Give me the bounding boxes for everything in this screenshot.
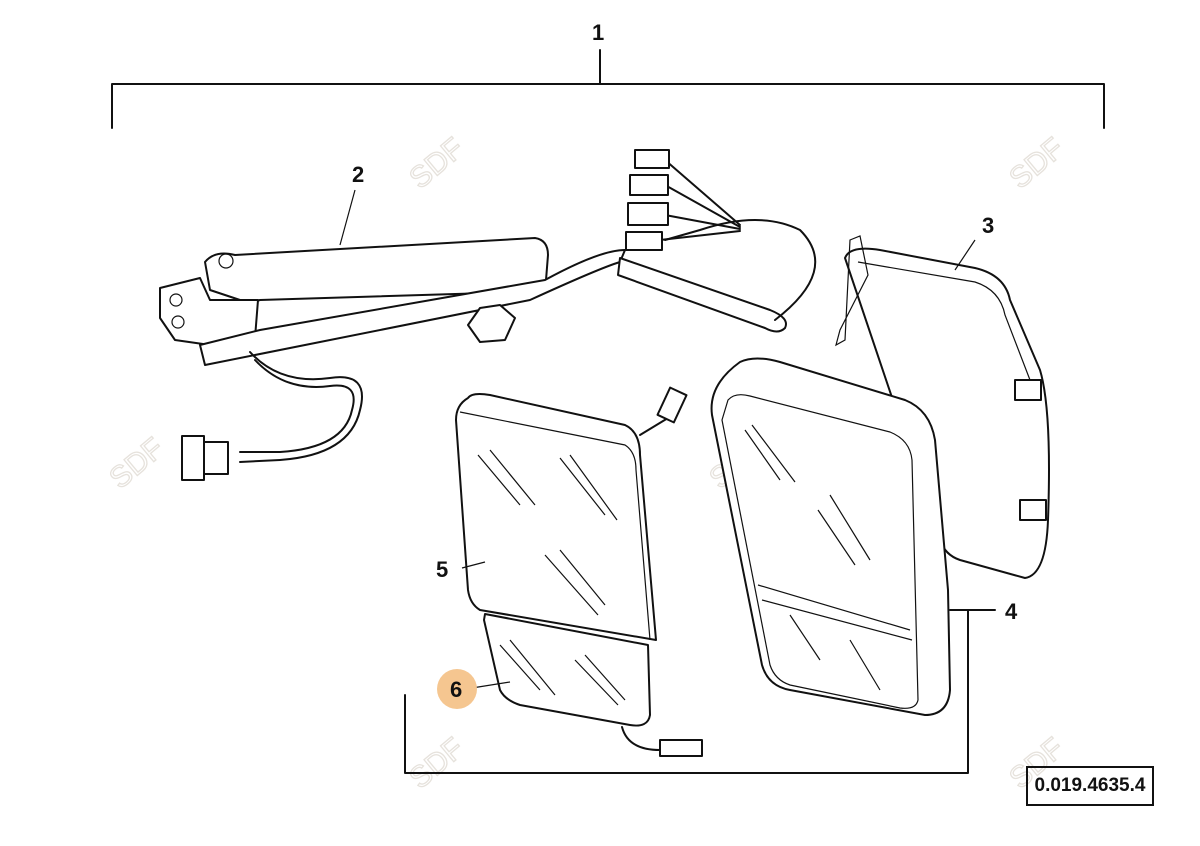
svg-text:SDF: SDF: [403, 732, 470, 796]
mirror-housing-cover: [835, 235, 1050, 579]
leader-lines: [339, 189, 976, 689]
callout-2[interactable]: 2: [352, 162, 364, 187]
callout-6[interactable]: 6: [450, 677, 462, 702]
svg-text:SDF: SDF: [1003, 132, 1070, 196]
svg-text:SDF: SDF: [403, 132, 470, 196]
callout-3[interactable]: 3: [982, 213, 994, 238]
assembly-bracket: [111, 49, 1105, 129]
callout-4[interactable]: 4: [1005, 599, 1018, 624]
mirror-arm: [159, 149, 817, 481]
callout-1[interactable]: 1: [592, 20, 604, 45]
main-mirror: [710, 357, 951, 716]
callout-5[interactable]: 5: [436, 557, 448, 582]
mirror-glass-upper: [455, 386, 688, 641]
drawing-reference-number: 0.019.4635.4: [1026, 766, 1154, 806]
svg-text:SDF: SDF: [103, 432, 170, 496]
callout-6-highlight: [437, 669, 477, 709]
mirror-glass-lower: [483, 613, 703, 757]
assembly-bracket-4: [404, 609, 996, 774]
